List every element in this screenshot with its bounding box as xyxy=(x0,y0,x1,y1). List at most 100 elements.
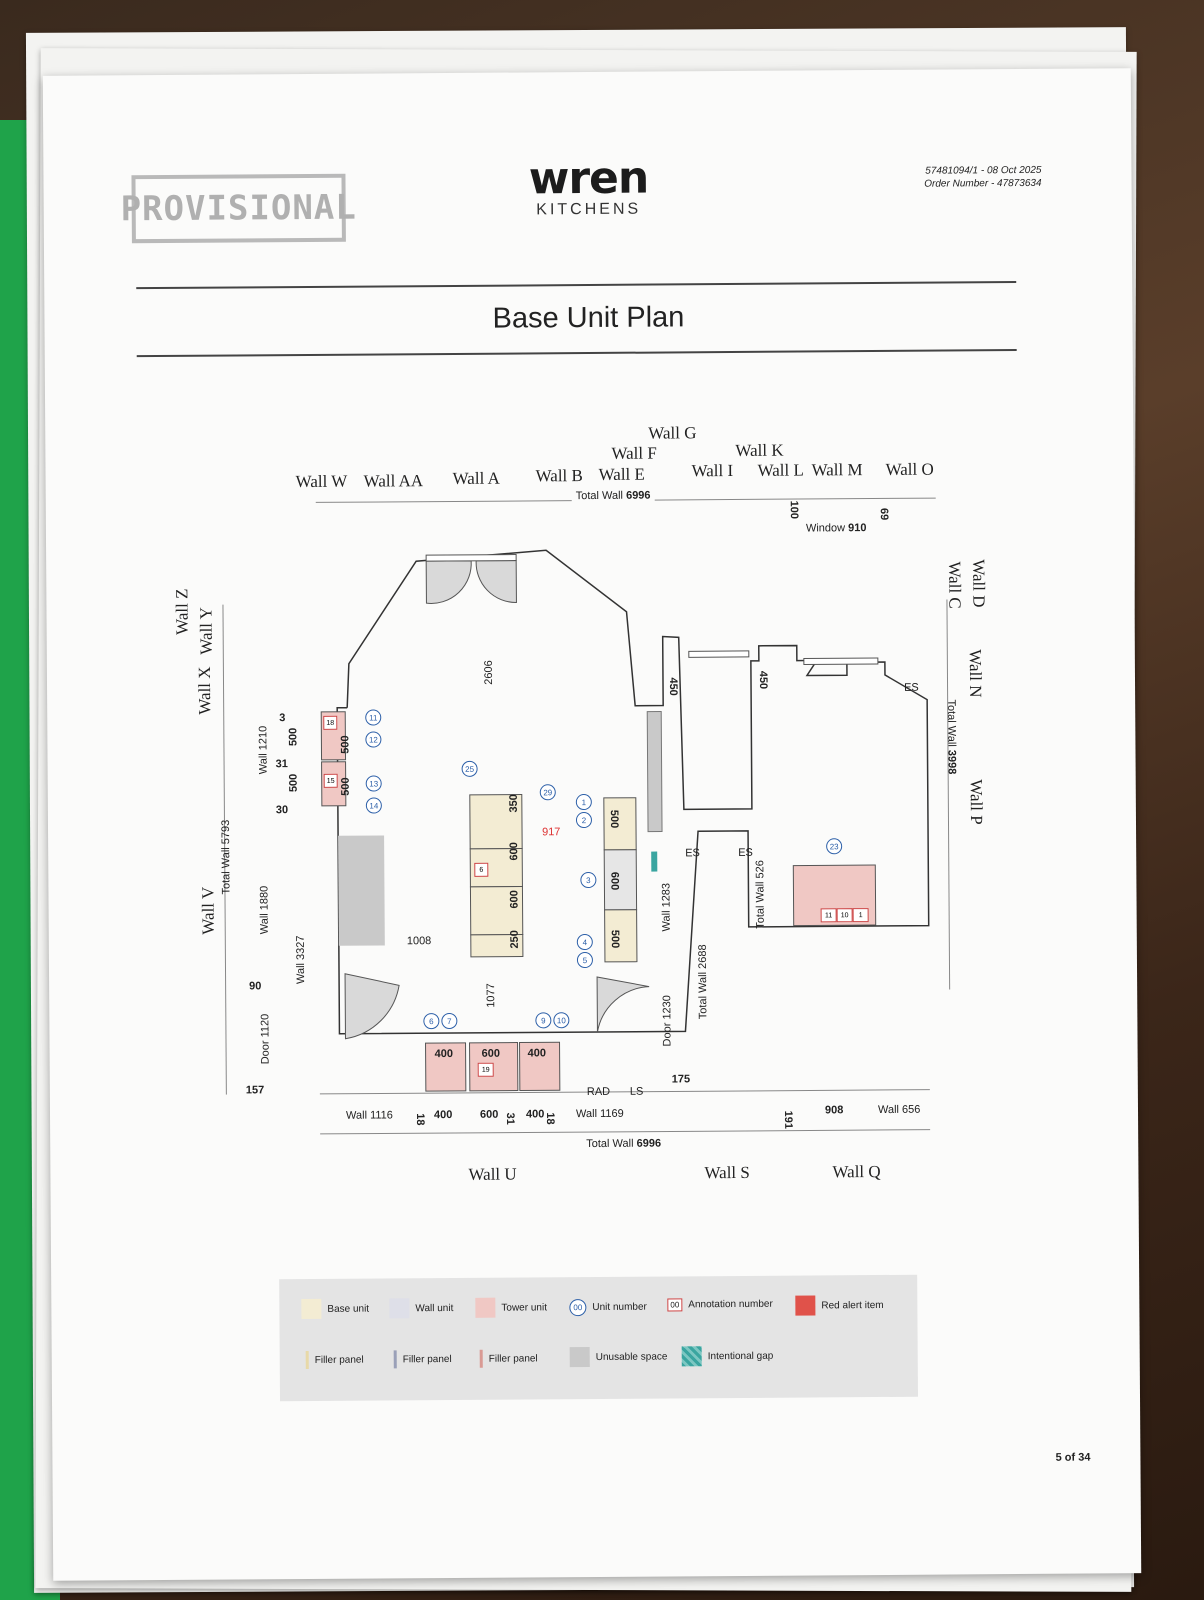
ls-label: LS xyxy=(629,1085,644,1098)
rad-label: RAD xyxy=(586,1085,611,1099)
chimney-breast xyxy=(646,711,663,833)
island-600b-label: 600 xyxy=(508,890,521,909)
legend-red-alert: Red alert item xyxy=(795,1295,884,1316)
unusable-swatch xyxy=(569,1347,590,1368)
window-right xyxy=(803,657,879,666)
left-500b-label: 500 xyxy=(339,777,352,796)
right-600-label: 600 xyxy=(608,871,621,891)
window-left xyxy=(688,650,750,658)
island-250-label: 250 xyxy=(508,930,521,949)
island-unit-250 xyxy=(470,933,524,958)
es-label-3: ES xyxy=(904,681,919,694)
dim-1008: 1008 xyxy=(406,935,432,948)
bottom-tower-400b xyxy=(519,1041,561,1092)
bottom-dim-31: 31 xyxy=(504,1112,517,1125)
dim-908: 908 xyxy=(824,1104,844,1117)
wall-s-label: Wall S xyxy=(704,1162,750,1183)
unit-number-10: 10 xyxy=(553,1012,570,1029)
base-unit-swatch xyxy=(301,1298,322,1320)
door-top-frame xyxy=(425,554,517,562)
left-500a-label: 500 xyxy=(339,735,352,754)
annotation-1: 1 xyxy=(852,908,869,923)
unit-number-9: 9 xyxy=(535,1012,552,1029)
dim-191: 191 xyxy=(782,1110,795,1130)
total-bottom-dimension: Total Wall 6996 xyxy=(582,1137,666,1151)
legend-base-unit: Base unit xyxy=(301,1298,369,1320)
legend-filler-c: Filler panel xyxy=(479,1349,538,1368)
page-number: 5 of 34 xyxy=(1055,1451,1091,1464)
room-outline-left xyxy=(336,549,930,1035)
island-600a-label: 600 xyxy=(508,842,521,861)
bottom-dim-400a: 400 xyxy=(433,1108,453,1122)
es-label-2: ES xyxy=(738,846,753,859)
legend-unusable: Unusable space xyxy=(569,1346,668,1368)
legend: Base unit Wall unit Tower unit 00 Unit n… xyxy=(279,1274,919,1402)
bottom-dim-18a: 18 xyxy=(414,1113,427,1126)
total-526: Total Wall 526 xyxy=(754,860,767,929)
filler-panel-icon-a xyxy=(305,1350,309,1370)
unit-number-11: 11 xyxy=(365,709,382,726)
wall-u-label: Wall U xyxy=(468,1164,517,1184)
legend-wall-unit: Wall unit xyxy=(389,1298,453,1319)
document-page: PROVISIONAL wren KITCHENS 57481094/1 - 0… xyxy=(42,68,1142,1581)
unit-number-14: 14 xyxy=(365,797,382,814)
es-label-1: ES xyxy=(685,847,700,860)
annotation-11: 11 xyxy=(820,908,837,923)
floor-plan xyxy=(319,549,931,1135)
wall-unit-swatch xyxy=(389,1298,410,1319)
unusable-space-left xyxy=(338,835,385,946)
wall-q-label: Wall Q xyxy=(832,1161,881,1182)
unit-number-29: 29 xyxy=(539,784,556,801)
annotation-15: 15 xyxy=(323,773,338,788)
dim-2606: 2606 xyxy=(482,660,496,685)
left-door xyxy=(344,973,400,1040)
wall-1283: Wall 1283 xyxy=(660,882,673,932)
unit-number-7: 7 xyxy=(441,1012,458,1030)
wall-656: Wall 656 xyxy=(877,1103,921,1117)
legend-gap: Intentional gap xyxy=(681,1346,774,1367)
dim-175: 175 xyxy=(671,1073,691,1086)
annotation-10: 10 xyxy=(836,908,853,923)
right-run-500b xyxy=(604,909,638,963)
right-500b-label: 500 xyxy=(608,929,621,949)
wall-1169: Wall 1169 xyxy=(575,1107,624,1121)
cab-400b-label: 400 xyxy=(527,1047,546,1060)
unit-number-4: 2 xyxy=(575,812,593,829)
unit-number-5: 1 xyxy=(575,794,592,811)
bottom-dim-400b: 400 xyxy=(525,1108,545,1121)
gap-swatch xyxy=(681,1346,702,1367)
wall-u-line xyxy=(319,1089,930,1095)
filler-panel-icon-b xyxy=(393,1350,397,1369)
dim-450: 450 xyxy=(666,677,680,696)
unit-number-badge: 00 xyxy=(569,1299,587,1317)
unit-number-2: 4 xyxy=(576,933,593,951)
unit-number-6: 6 xyxy=(423,1013,440,1030)
annotation-badge: 00 xyxy=(667,1298,683,1312)
annotation-6: 6 xyxy=(474,862,489,877)
annotation-18: 18 xyxy=(323,715,338,730)
filler-panel-icon-c xyxy=(479,1349,483,1368)
bottom-door xyxy=(596,976,650,1033)
unit-number-1: 5 xyxy=(576,951,594,969)
legend-filler-a: Filler panel xyxy=(305,1350,364,1370)
legend-annotation-number: 00 Annotation number xyxy=(667,1298,773,1312)
legend-unit-number: 00 Unit number xyxy=(569,1299,647,1317)
unit-number-12: 12 xyxy=(365,731,382,748)
door-1230: Door 1230 xyxy=(661,995,674,1047)
right-500a-label: 500 xyxy=(607,809,621,829)
top-door-left xyxy=(425,560,472,604)
cab-600-label: 600 xyxy=(481,1047,500,1060)
dim-450b: 450 xyxy=(756,670,770,690)
island-350-label: 350 xyxy=(507,794,520,813)
top-door-right xyxy=(475,560,517,604)
unit-number-13: 13 xyxy=(365,775,382,792)
tower-unit-swatch xyxy=(475,1297,496,1318)
bottom-tower-400a xyxy=(425,1042,467,1092)
bottom-dim-600: 600 xyxy=(479,1108,499,1121)
bottom-total-line xyxy=(320,1129,931,1135)
cab-400a-label: 400 xyxy=(434,1047,453,1061)
unit-number-23: 23 xyxy=(826,838,843,855)
wall-1116: Wall 1116 xyxy=(345,1109,393,1122)
total-2688: Total Wall 2688 xyxy=(696,944,710,1020)
bottom-dim-18b: 18 xyxy=(544,1112,557,1125)
